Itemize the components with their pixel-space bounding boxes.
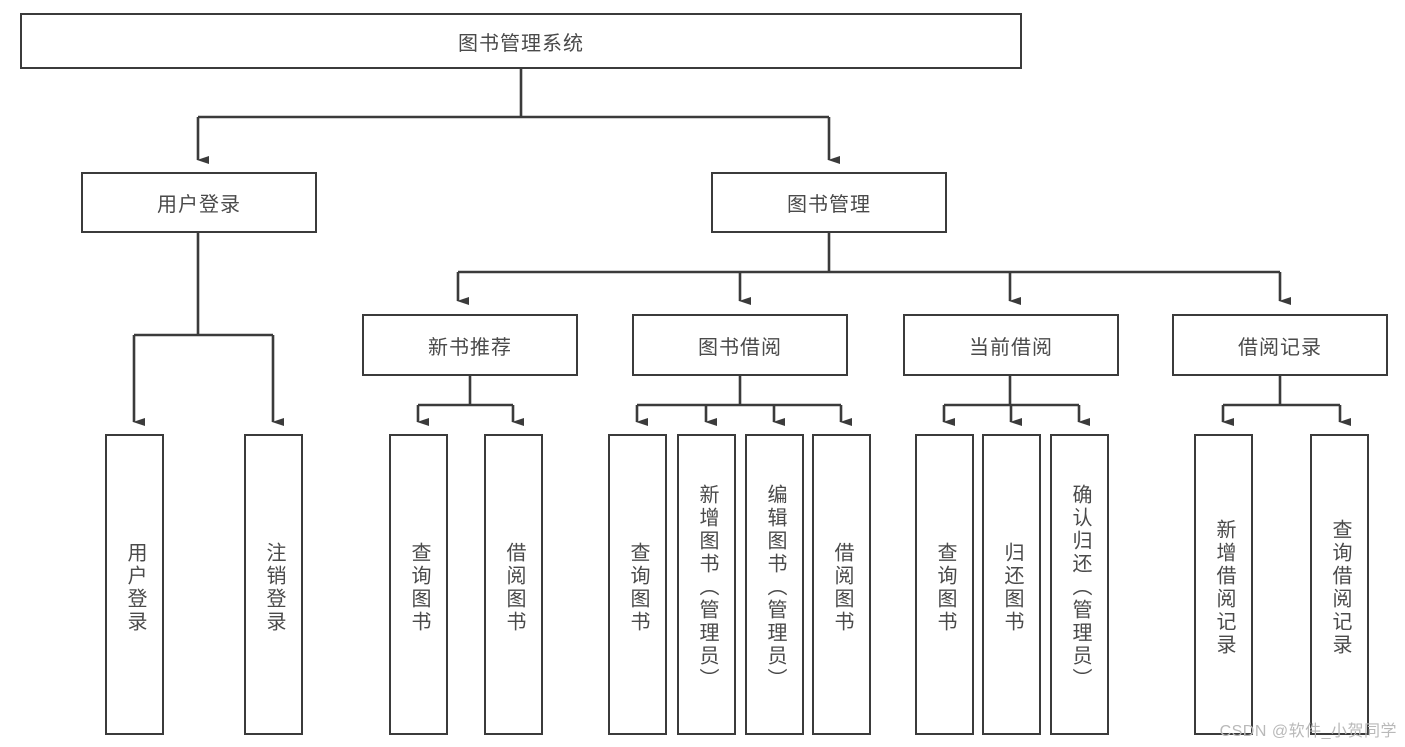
leaf-add-record[interactable]: 新增借阅记录 bbox=[1194, 434, 1253, 735]
leaf-add-book[interactable]: 新增图书（管理员） bbox=[677, 434, 736, 735]
leaf-query-book-2[interactable]: 查询图书 bbox=[608, 434, 667, 735]
node-book-borrow-label: 图书借阅 bbox=[698, 336, 782, 359]
node-new-book-recommend[interactable]: 新书推荐 bbox=[362, 314, 578, 376]
node-borrow-record[interactable]: 借阅记录 bbox=[1172, 314, 1388, 376]
leaf-borrow-book-1[interactable]: 借阅图书 bbox=[484, 434, 543, 735]
leaf-query-book-1-label: 查询图书 bbox=[408, 541, 430, 634]
leaf-return-book-label: 归还图书 bbox=[1001, 541, 1023, 634]
node-book-manage[interactable]: 图书管理 bbox=[711, 172, 947, 233]
leaf-query-record[interactable]: 查询借阅记录 bbox=[1310, 434, 1369, 735]
leaf-borrow-book-1-label: 借阅图书 bbox=[503, 541, 525, 634]
watermark: CSDN @软件_小贺同学 bbox=[1219, 723, 1397, 740]
leaf-query-record-label: 查询借阅记录 bbox=[1329, 518, 1351, 657]
node-root[interactable]: 图书管理系统 bbox=[20, 13, 1022, 69]
leaf-user-login-label: 用户登录 bbox=[124, 541, 146, 634]
node-borrow-record-label: 借阅记录 bbox=[1238, 336, 1322, 359]
node-user-login[interactable]: 用户登录 bbox=[81, 172, 317, 233]
leaf-logout-login[interactable]: 注销登录 bbox=[244, 434, 303, 735]
leaf-query-book-2-label: 查询图书 bbox=[627, 541, 649, 634]
leaf-borrow-book-2-label: 借阅图书 bbox=[831, 541, 853, 634]
leaf-add-record-label: 新增借阅记录 bbox=[1213, 518, 1235, 657]
node-book-manage-label: 图书管理 bbox=[787, 194, 871, 216]
leaf-edit-book-label: 编辑图书（管理员） bbox=[764, 484, 786, 691]
node-book-borrow[interactable]: 图书借阅 bbox=[632, 314, 848, 376]
node-user-login-label: 用户登录 bbox=[157, 194, 241, 216]
node-current-borrow[interactable]: 当前借阅 bbox=[903, 314, 1119, 376]
node-root-label: 图书管理系统 bbox=[458, 32, 584, 55]
leaf-edit-book[interactable]: 编辑图书（管理员） bbox=[745, 434, 804, 735]
node-new-book-recommend-label: 新书推荐 bbox=[428, 336, 512, 359]
leaf-user-login[interactable]: 用户登录 bbox=[105, 434, 164, 735]
leaf-query-book-3-label: 查询图书 bbox=[934, 541, 956, 634]
leaf-query-book-1[interactable]: 查询图书 bbox=[389, 434, 448, 735]
leaf-return-book[interactable]: 归还图书 bbox=[982, 434, 1041, 735]
leaf-logout-login-label: 注销登录 bbox=[263, 541, 285, 634]
leaf-confirm-return-label: 确认归还（管理员） bbox=[1069, 484, 1091, 691]
leaf-borrow-book-2[interactable]: 借阅图书 bbox=[812, 434, 871, 735]
leaf-query-book-3[interactable]: 查询图书 bbox=[915, 434, 974, 735]
leaf-add-book-label: 新增图书（管理员） bbox=[696, 484, 718, 691]
leaf-confirm-return[interactable]: 确认归还（管理员） bbox=[1050, 434, 1109, 735]
node-current-borrow-label: 当前借阅 bbox=[969, 336, 1053, 359]
